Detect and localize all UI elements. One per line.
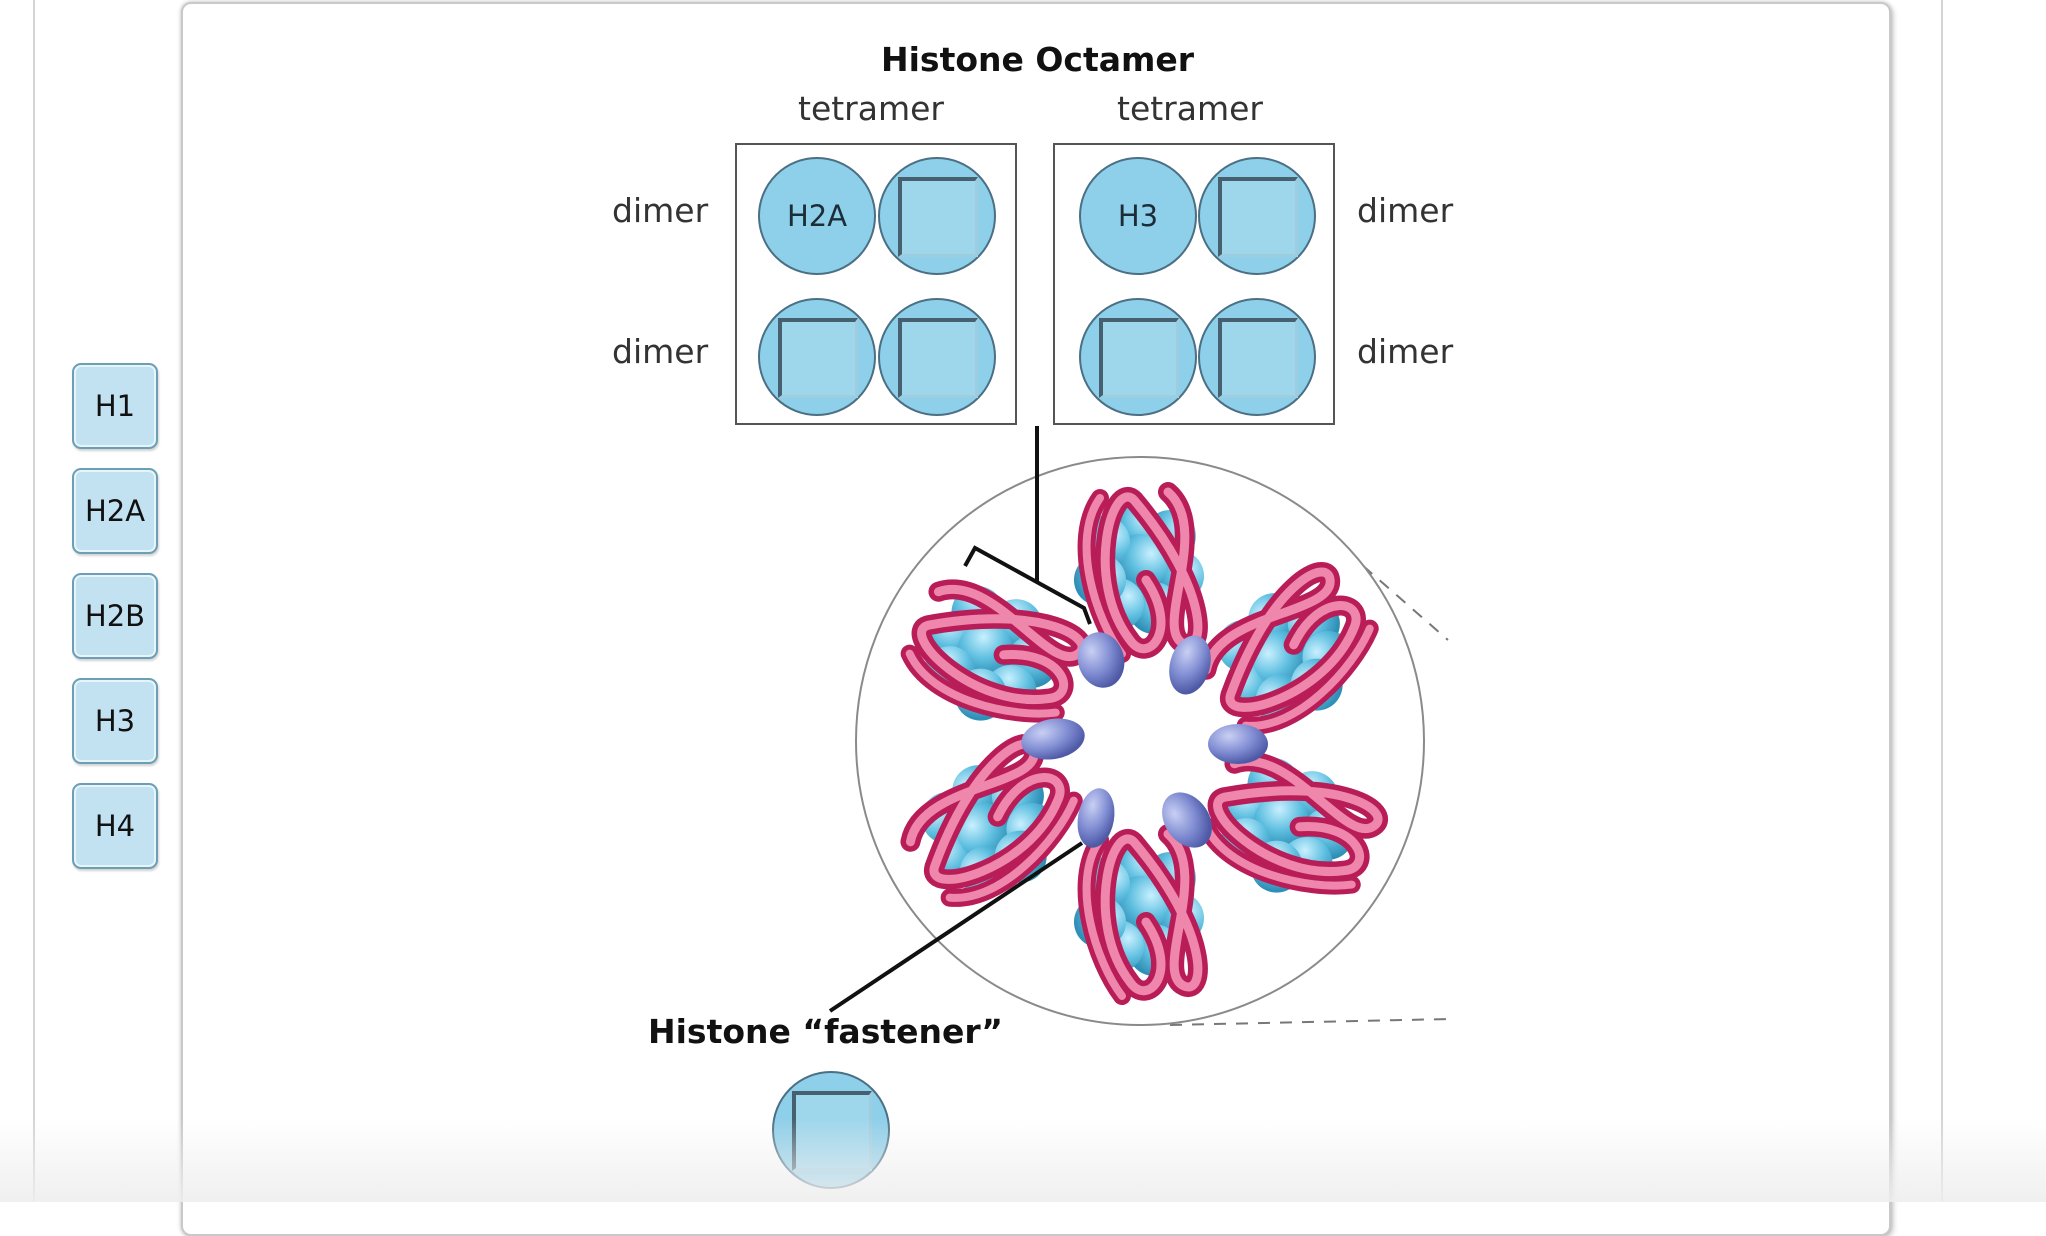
dimer-label-left-top: dimer: [612, 191, 709, 230]
histone-circle-label: H3: [1117, 199, 1159, 233]
histone-circle-fastener-slot: [772, 1071, 890, 1189]
drop-target-right-1[interactable]: [1218, 177, 1298, 257]
histone-circle-slot: [1198, 298, 1316, 416]
nucleosome-diagram: [828, 426, 1451, 1026]
tetramer-label-right: tetramer: [1117, 89, 1263, 128]
answer-tile-h2b[interactable]: H2B: [72, 573, 158, 659]
drop-target-left-1[interactable]: [898, 177, 978, 257]
dimer-label-right-top: dimer: [1357, 191, 1454, 230]
drop-target-right-2[interactable]: [1099, 318, 1179, 398]
histone-circle-slot: [878, 157, 996, 275]
page-left-rule: [33, 0, 35, 1202]
drop-target-left-2[interactable]: [778, 318, 858, 398]
histone-circle-h3: H3: [1079, 157, 1197, 275]
page-right-rule: [1941, 0, 1943, 1202]
histone-circle-slot: [878, 298, 996, 416]
histone-circle-slot: [1079, 298, 1197, 416]
drop-target-fastener[interactable]: [792, 1091, 872, 1171]
tetramer-box-right: H3: [1053, 143, 1335, 425]
histone-circle-label: H2A: [786, 199, 848, 233]
histone-circle-h2a: H2A: [758, 157, 876, 275]
answer-tile-h1[interactable]: H1: [72, 363, 158, 449]
answer-tile-h3[interactable]: H3: [72, 678, 158, 764]
dimer-label-right-bottom: dimer: [1357, 332, 1454, 371]
histone-circle-slot: [758, 298, 876, 416]
octamer-title: Histone Octamer: [881, 40, 1195, 79]
drop-target-left-3[interactable]: [898, 318, 978, 398]
dimer-label-left-bottom: dimer: [612, 332, 709, 371]
tetramer-box-left: H2A: [735, 143, 1017, 425]
tetramer-label-left: tetramer: [798, 89, 944, 128]
answer-tile-h4[interactable]: H4: [72, 783, 158, 869]
answer-tile-h2a[interactable]: H2A: [72, 468, 158, 554]
drop-target-right-3[interactable]: [1218, 318, 1298, 398]
fastener-label: Histone “fastener”: [648, 1012, 1003, 1051]
histone-circle-slot: [1198, 157, 1316, 275]
